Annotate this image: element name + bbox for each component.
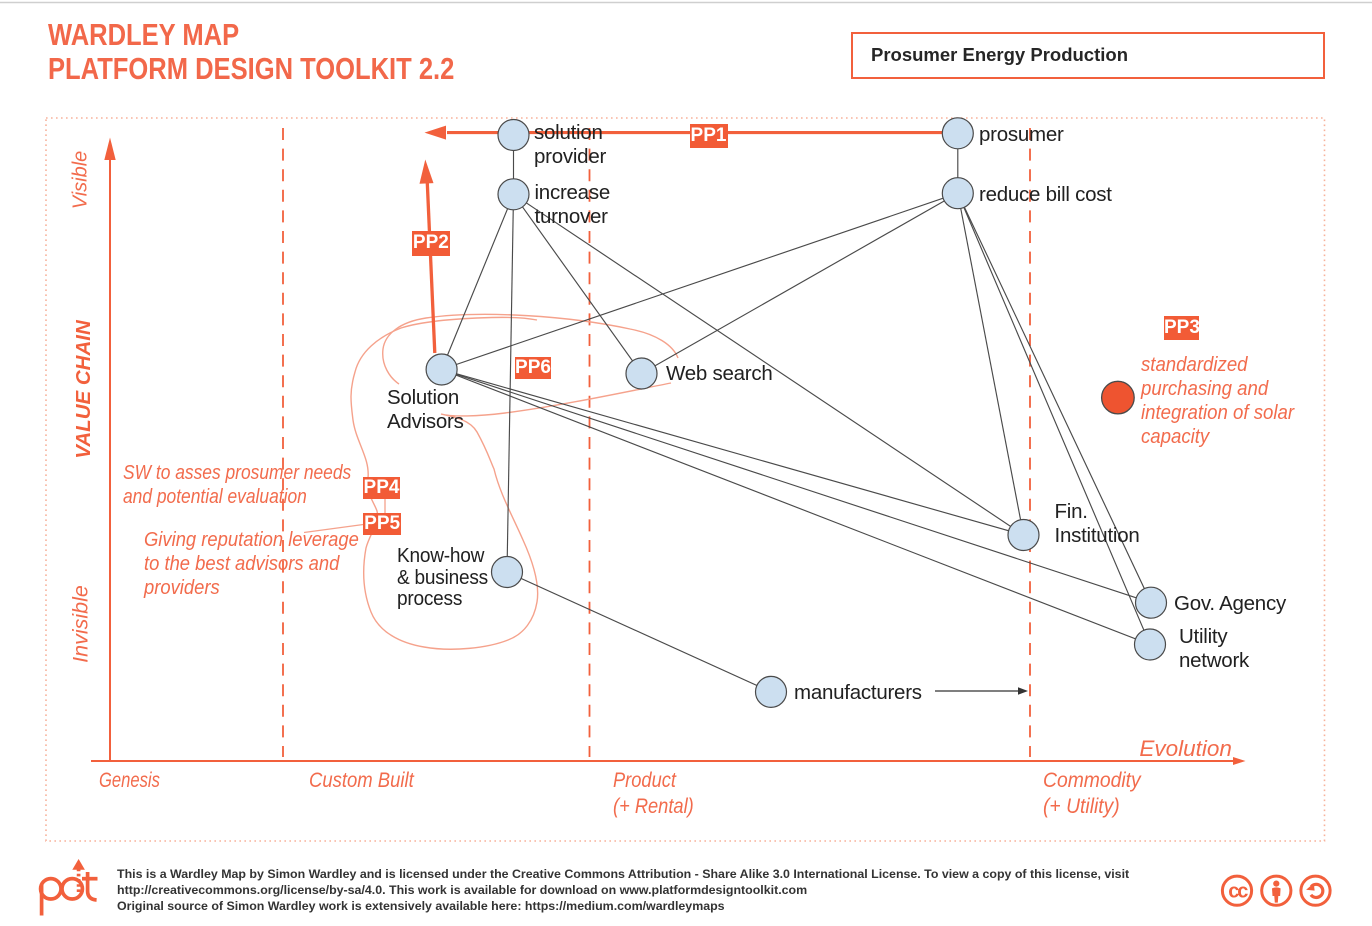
svg-text:cc: cc [1228,881,1248,903]
